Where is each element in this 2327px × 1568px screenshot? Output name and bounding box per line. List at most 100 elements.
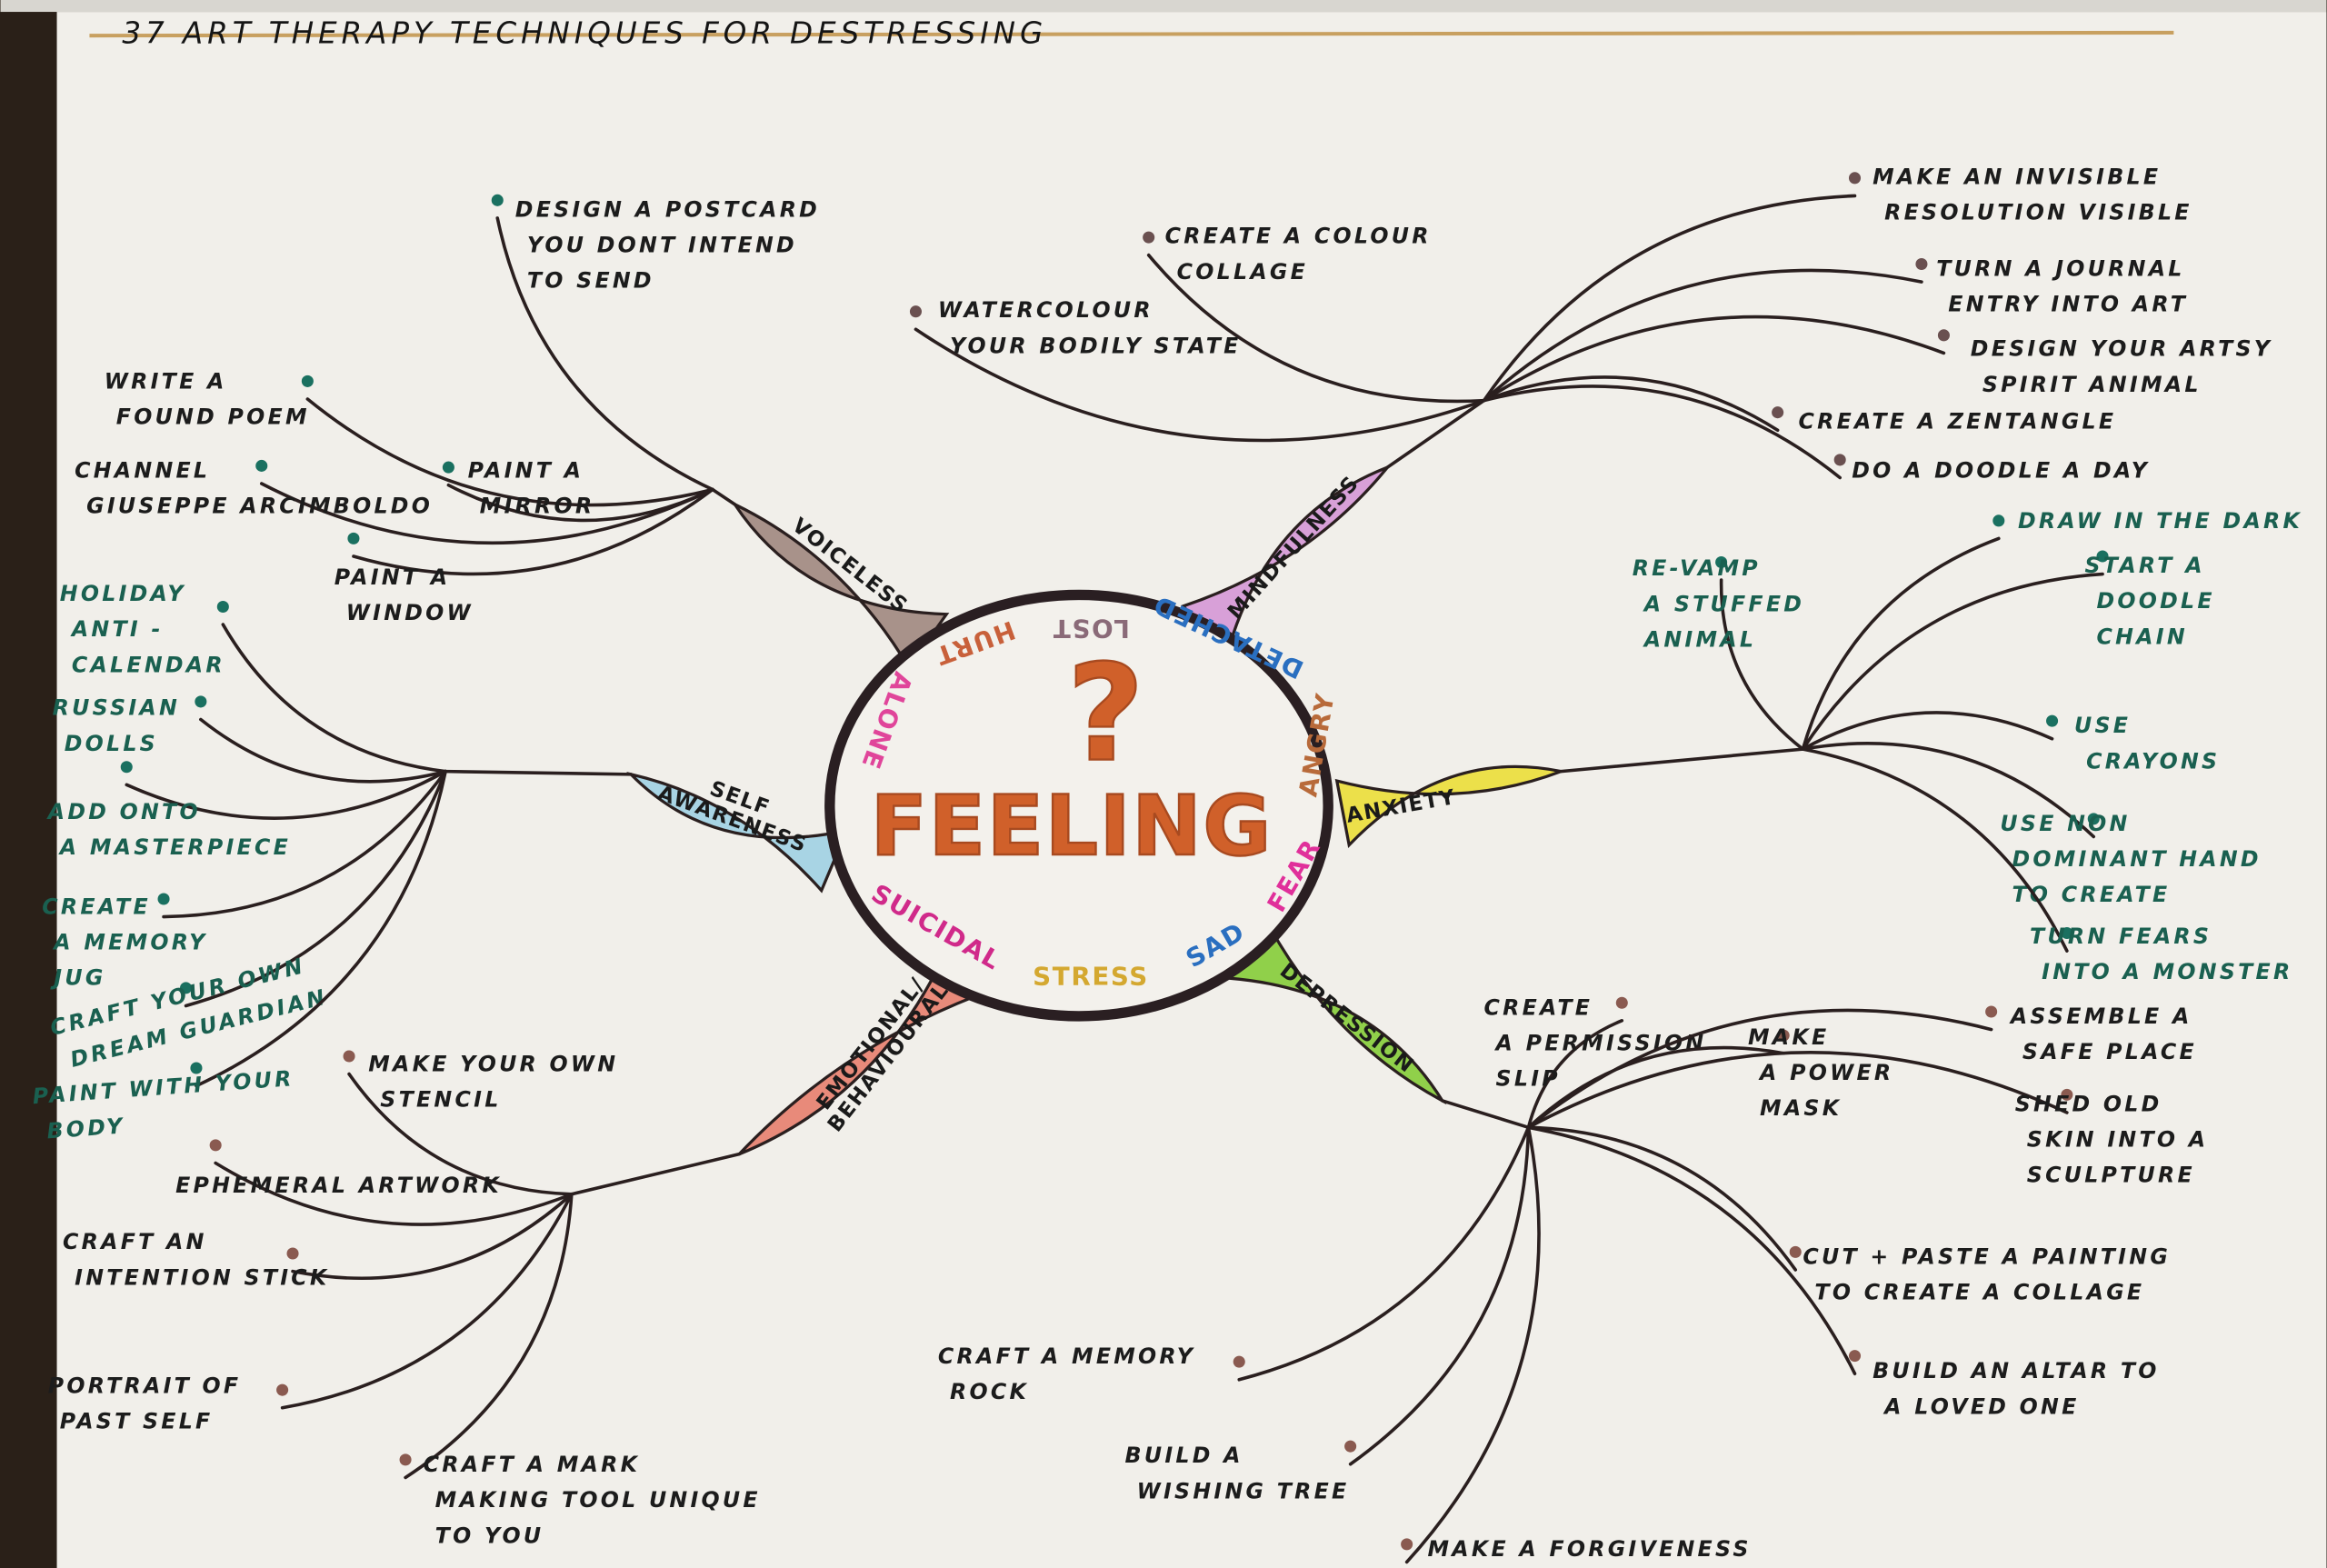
technique-line: TO YOU xyxy=(435,1523,544,1548)
bullet-dot-icon xyxy=(909,305,922,318)
technique-line: RUSSIAN xyxy=(53,695,180,721)
technique-line: PAST SELF xyxy=(60,1409,214,1434)
bullet-dot-icon xyxy=(491,194,504,206)
branch-curve xyxy=(280,1192,574,1410)
branch-curve xyxy=(1801,536,2001,751)
technique-line: DOLLS xyxy=(65,731,158,756)
branch-curve xyxy=(1482,194,1857,403)
technique-line: CUT + PASTE A PAINTING xyxy=(1803,1243,2171,1269)
bullet-dot-icon xyxy=(179,982,193,994)
technique-label: BUILD AN ALTAR TO A LOVED ONE xyxy=(1873,1358,2160,1419)
technique-line: GIUSEPPE ARCIMBOLDO xyxy=(86,494,433,519)
bullet-dot-icon xyxy=(2096,550,2109,563)
center-node: ? FEELING LOSTHURTALONEDETACHEDANGRYFEAR… xyxy=(824,589,1341,1022)
technique-line: SAFE PLACE xyxy=(2022,1039,2197,1064)
technique-line: EPHEMERAL ARTWORK xyxy=(175,1173,502,1198)
technique-line: CHANNEL xyxy=(75,457,210,483)
category-petal xyxy=(1334,764,1567,848)
technique-line: WATERCOLOUR xyxy=(938,297,1154,323)
bullet-dot-icon xyxy=(1789,1245,1802,1258)
branch-curve xyxy=(1526,1125,1857,1376)
branch-curve xyxy=(184,769,447,1008)
branch-stem xyxy=(1385,398,1486,469)
bullet-dot-icon xyxy=(1615,996,1628,1009)
technique-label: ASSEMBLE A SAFE PLACE xyxy=(2009,1004,2197,1064)
title-underline xyxy=(89,30,2174,38)
bullet-dot-icon xyxy=(442,461,454,474)
technique-line: ROCK xyxy=(950,1379,1029,1404)
bullet-dot-icon xyxy=(2087,813,2100,825)
bullet-dot-icon xyxy=(255,459,268,472)
technique-line: BUILD AN ALTAR TO xyxy=(1873,1358,2160,1383)
bullet-dot-icon xyxy=(1143,231,1155,244)
technique-line: A LOVED ONE xyxy=(1883,1393,2079,1419)
technique-line: TO SEND xyxy=(527,268,654,294)
branch-curve xyxy=(347,1072,574,1196)
technique-line: HOLIDAY xyxy=(60,581,186,606)
branch-curve xyxy=(199,717,447,784)
technique-line: WINDOW xyxy=(346,600,474,625)
technique-line: CRAFT A MARK xyxy=(424,1452,641,1477)
technique-label: CRAFT A MARK MAKING TOOL UNIQUE TO YOU xyxy=(424,1452,761,1548)
technique-line: PAINT A xyxy=(335,564,451,590)
technique-line: MAKE AN INVISIBLE xyxy=(1873,164,2161,189)
technique-line: SHED OLD xyxy=(2015,1091,2162,1116)
bullet-dot-icon xyxy=(1772,406,1784,419)
technique-line: PORTRAIT OF xyxy=(48,1373,242,1398)
technique-line: MAKING TOOL UNIQUE xyxy=(435,1487,761,1513)
category-petal xyxy=(626,772,850,894)
branch-curve xyxy=(1482,385,1842,480)
bullet-dot-icon xyxy=(1233,1355,1245,1368)
technique-line: DOODLE xyxy=(2097,588,2215,614)
technique-line: SLIP xyxy=(1496,1066,1561,1092)
branch-curve xyxy=(1526,1051,2069,1130)
technique-line: DESIGN YOUR ARTSY xyxy=(1971,336,2272,362)
category-petal xyxy=(738,935,995,1156)
technique-line: STENCIL xyxy=(380,1086,501,1112)
branch-curve xyxy=(291,1192,574,1281)
branch-curve xyxy=(1348,1125,1531,1466)
center-label: FEELING xyxy=(871,777,1273,874)
technique-line: MAKE YOUR OWN xyxy=(368,1051,618,1076)
technique-line: A MASTERPIECE xyxy=(58,834,291,860)
bullet-dot-icon xyxy=(1833,454,1846,466)
center-circle xyxy=(824,589,1333,1022)
bullet-dot-icon xyxy=(1344,1440,1357,1453)
technique-line: USE NON xyxy=(2000,811,2130,836)
bullet-dot-icon xyxy=(2061,1088,2073,1101)
top-sheet-edge xyxy=(0,0,2327,13)
bullet-dot-icon xyxy=(120,761,133,774)
branch-curve xyxy=(1526,1125,1798,1272)
bullet-dot-icon xyxy=(216,600,229,614)
technique-line: PAINT A xyxy=(468,457,584,483)
technique-line: A STUFFED xyxy=(1643,591,1804,616)
technique-line: CRAFT AN xyxy=(63,1229,207,1254)
technique-line: ASSEMBLE A xyxy=(2009,1004,2192,1029)
bullet-dot-icon xyxy=(1985,1005,1998,1018)
technique-label: PORTRAIT OF PAST SELF xyxy=(48,1373,242,1433)
bullet-dot-icon xyxy=(209,1139,222,1152)
technique-label: DO A DOODLE A DAY xyxy=(1852,457,2150,483)
technique-line: MASK xyxy=(1760,1095,1842,1121)
technique-line: A MEMORY xyxy=(52,929,207,954)
technique-line: A POWER xyxy=(1758,1060,1893,1085)
technique-line: ENTRY INTO ART xyxy=(1948,292,2188,317)
branch-curve xyxy=(1526,1008,1993,1130)
category-petal xyxy=(1180,464,1393,658)
technique-line: WRITE A xyxy=(105,369,227,394)
branch-curve xyxy=(162,769,447,919)
technique-line: TO CREATE A COLLAGE xyxy=(1814,1280,2144,1305)
technique-label: RUSSIAN DOLLS xyxy=(53,695,180,756)
branch-curve xyxy=(305,397,714,507)
